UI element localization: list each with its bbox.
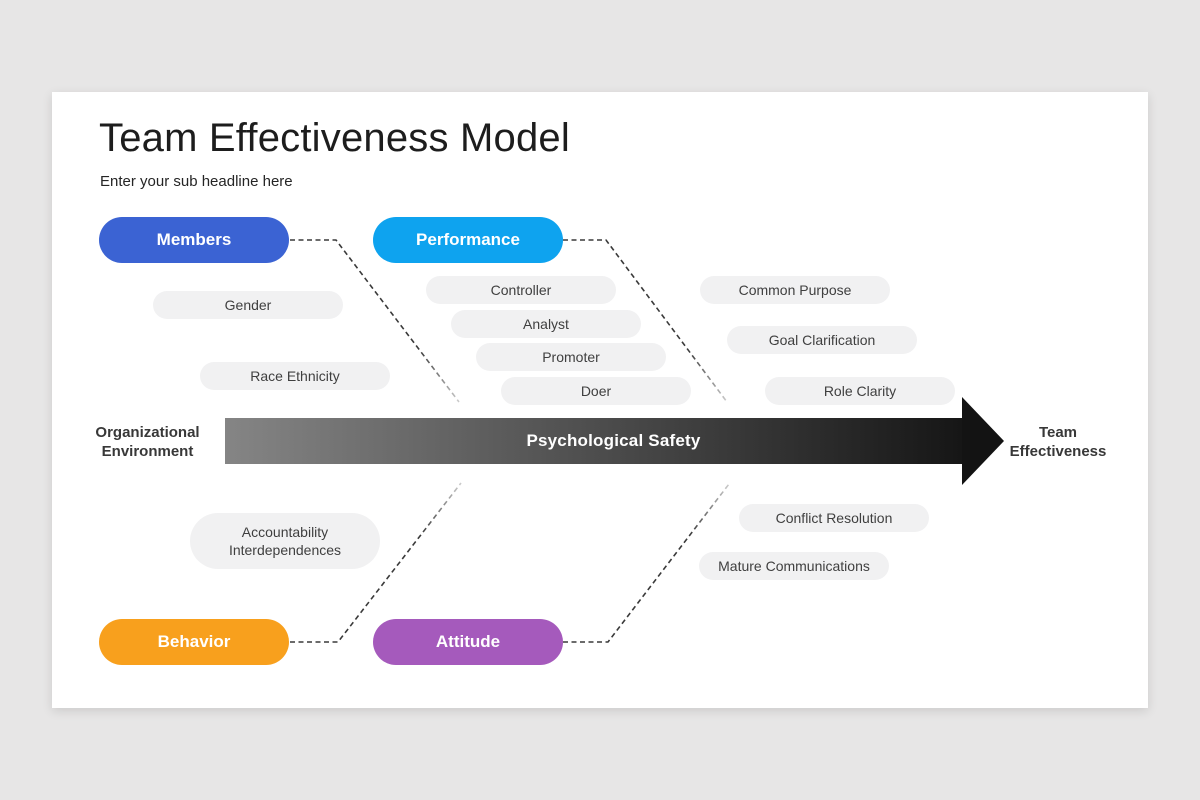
arrow-head: [962, 397, 1004, 485]
category-label-attitude: Attitude: [435, 632, 501, 651]
organizational-environment-label: Organizational Environment: [95, 424, 200, 460]
category-label-performance: Performance: [416, 230, 520, 249]
factor-pill-controller: Controller: [426, 276, 616, 304]
factor-pill-gender: Gender: [153, 291, 343, 319]
page-subtitle: Enter your sub headline here: [100, 173, 293, 190]
category-pill-attitude: Attitude: [373, 619, 563, 665]
category-label-behavior: Behavior: [157, 632, 231, 651]
factor-pill-accountability-interdependences: Accountability Interdependences: [190, 513, 380, 569]
category-pill-performance: Performance: [373, 217, 563, 263]
factor-pill-role-clarity: Role Clarity: [765, 377, 955, 405]
page-title: Team Effectiveness Model: [99, 116, 570, 160]
factor-pill-goal-clarification: Goal Clarification: [727, 326, 917, 354]
psychological-safety-arrow-bar: Psychological Safety: [225, 418, 962, 464]
category-pill-behavior: Behavior: [99, 619, 289, 665]
factor-pill-common-purpose: Common Purpose: [700, 276, 890, 304]
factor-pill-analyst: Analyst: [451, 310, 641, 338]
factor-pill-mature-communications: Mature Communications: [699, 552, 889, 580]
factor-pill-race-ethnicity: Race Ethnicity: [200, 362, 390, 390]
category-pill-members: Members: [99, 217, 289, 263]
category-label-members: Members: [156, 230, 232, 249]
team-effectiveness-label: Team Effectiveness: [1009, 424, 1107, 460]
factor-pill-promoter: Promoter: [476, 343, 666, 371]
arrow-label: Psychological Safety: [526, 431, 701, 450]
factor-pill-conflict-resolution: Conflict Resolution: [739, 504, 929, 532]
factor-pill-doer: Doer: [501, 377, 691, 405]
